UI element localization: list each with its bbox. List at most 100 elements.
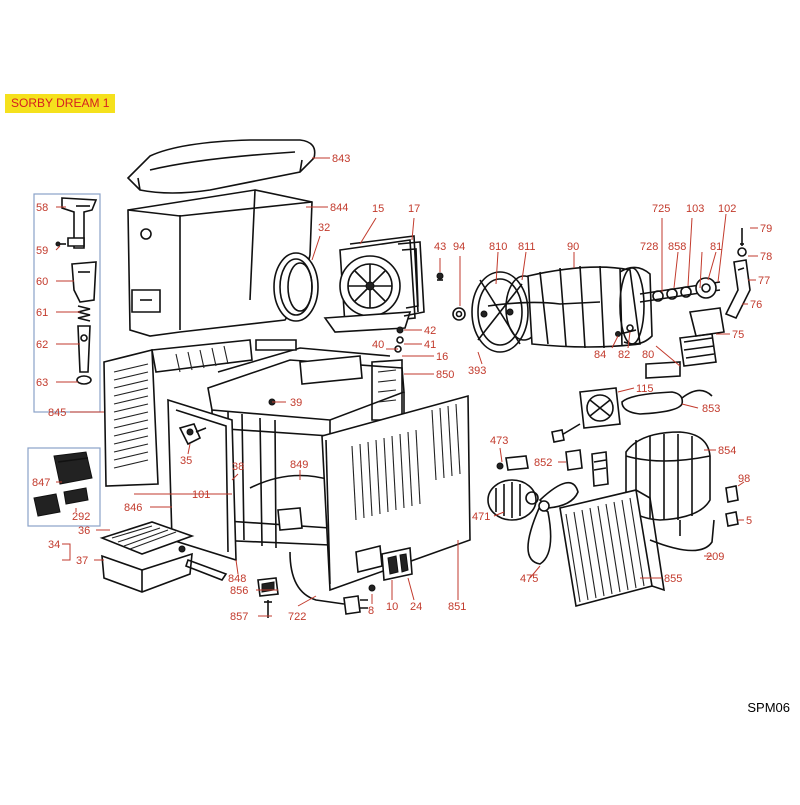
screw-82 [626, 324, 634, 332]
gear-motor [645, 307, 725, 379]
part-label-24: 24 [410, 601, 422, 613]
part-label-843: 843 [332, 153, 350, 165]
fuse [63, 487, 89, 505]
part-label-857: 857 [230, 611, 248, 623]
part-label-103: 103 [686, 203, 704, 215]
suction-pipe [649, 519, 715, 552]
part-label-849: 849 [290, 459, 308, 471]
bowl-lid [126, 139, 316, 194]
part-label-40: 40 [372, 339, 384, 351]
part-label-75: 75 [732, 329, 744, 341]
part-label-10: 10 [386, 601, 398, 613]
part-label-855: 855 [664, 573, 682, 585]
part-label-292: 292 [72, 511, 90, 523]
part-label-473: 473 [490, 435, 508, 447]
part-label-8: 8 [368, 605, 374, 617]
evaporator-gasket [397, 241, 425, 317]
part-label-393: 393 [468, 365, 486, 377]
part-label-851: 851 [448, 601, 466, 613]
valve-fitting [725, 485, 739, 503]
small-screw [436, 272, 444, 281]
part-label-77: 77 [758, 275, 770, 287]
part-label-845: 845 [48, 407, 66, 419]
part-label-847: 847 [32, 477, 50, 489]
part-label-5: 5 [746, 515, 752, 527]
part-label-810: 810 [489, 241, 507, 253]
part-label-115: 115 [636, 383, 654, 395]
part-label-850: 850 [436, 369, 454, 381]
foot [257, 577, 279, 597]
part-label-34: 34 [48, 539, 60, 551]
part-label-90: 90 [567, 241, 579, 253]
part-label-35: 35 [180, 455, 192, 467]
part-label-725: 725 [652, 203, 670, 215]
tray-bracket [185, 558, 228, 581]
drip-tray [101, 552, 193, 593]
drip-tray-grid [99, 521, 195, 555]
fastener-stack [394, 326, 404, 353]
tap-o-ring [76, 375, 92, 385]
lever-arm [724, 259, 751, 320]
start-capacitor [621, 389, 713, 415]
sheet-reference-code: SPM06 [747, 700, 790, 715]
leader-lines [55, 157, 758, 617]
fan-bracket-screws [496, 455, 529, 471]
part-label-209: 209 [706, 551, 724, 563]
part-label-78: 78 [760, 251, 772, 263]
part-label-854: 854 [718, 445, 736, 457]
part-label-853: 853 [702, 403, 720, 415]
condenser-fan [551, 387, 621, 443]
part-label-61: 61 [36, 307, 48, 319]
side-panel-left [103, 339, 253, 487]
part-label-43: 43 [434, 241, 446, 253]
part-label-98: 98 [738, 473, 750, 485]
tap-pin [55, 241, 66, 247]
tap-handle [61, 197, 98, 249]
condenser [559, 489, 665, 607]
part-label-82: 82 [618, 349, 630, 361]
fuse-group-box [27, 447, 101, 527]
part-label-844: 844 [330, 202, 348, 214]
part-label-471: 471 [472, 511, 490, 523]
fan-blade [527, 482, 579, 565]
part-label-728: 728 [640, 241, 658, 253]
part-label-63: 63 [36, 377, 48, 389]
drive-shaft [639, 277, 721, 303]
part-label-81: 81 [710, 241, 722, 253]
power-cable [289, 551, 368, 615]
tap-group-box [33, 193, 101, 413]
evaporator-cover [323, 235, 419, 333]
diagram-title: SORBY DREAM 1 [5, 94, 116, 113]
part-label-852: 852 [534, 457, 552, 469]
thermostat-knob [178, 423, 207, 446]
auger-ring [273, 252, 319, 322]
part-label-858: 858 [668, 241, 686, 253]
part-label-37: 37 [76, 555, 88, 567]
part-label-62: 62 [36, 339, 48, 351]
part-label-17: 17 [408, 203, 420, 215]
part-label-76: 76 [750, 299, 762, 311]
part-labels: 843 844 15 17 32 58 59 60 61 62 63 43 94… [32, 153, 772, 623]
part-label-475: 475 [520, 573, 538, 585]
pin-assembly [737, 228, 747, 257]
part-label-60: 60 [36, 276, 48, 288]
part-label-846: 846 [124, 502, 142, 514]
part-label-811: 811 [518, 241, 536, 253]
part-label-80: 80 [642, 349, 654, 361]
fuse-cover [53, 451, 93, 485]
part-label-84: 84 [594, 349, 606, 361]
rear-panel [321, 394, 471, 592]
nut-5 [725, 511, 739, 527]
part-label-36: 36 [78, 525, 90, 537]
part-label-848: 848 [228, 573, 246, 585]
power-switch [381, 547, 413, 581]
part-label-94: 94 [453, 241, 465, 253]
small-screw-8 [368, 584, 376, 592]
tap-spring [77, 305, 91, 322]
fan-motor [487, 479, 539, 521]
start-relay [565, 449, 609, 487]
part-label-722: 722 [288, 611, 306, 623]
hub-nut [452, 307, 466, 321]
